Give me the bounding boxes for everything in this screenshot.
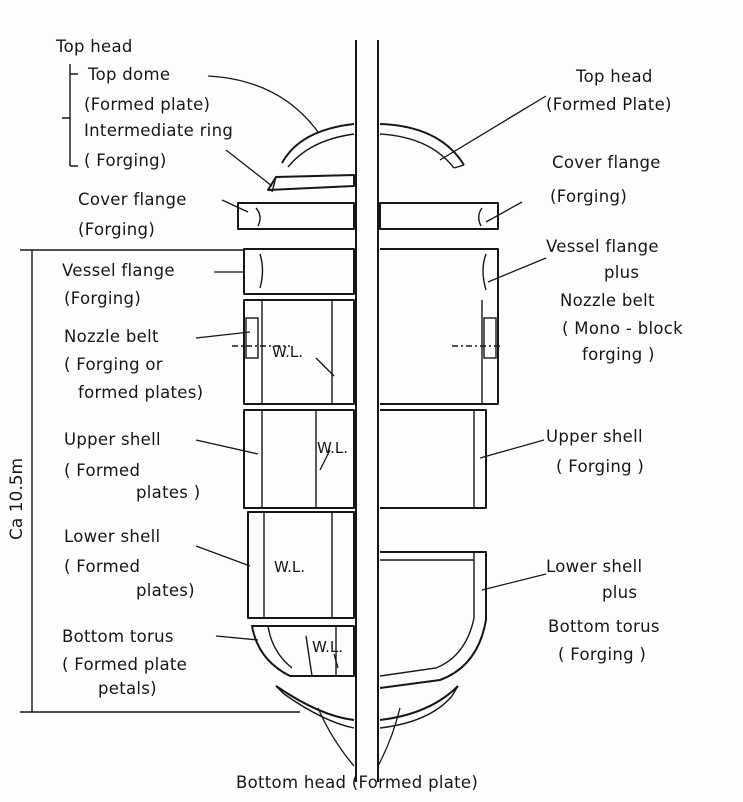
label-upper-shell-left-sub1: ( Formed xyxy=(64,461,140,480)
bottom-head-shape xyxy=(275,685,355,721)
top-head-right-base xyxy=(453,164,465,169)
top-dome-shape xyxy=(281,123,355,164)
leader-cover-flange-left xyxy=(221,199,249,213)
wl-bottom-torus: W.L. xyxy=(312,638,343,656)
label-bottom-head: Bottom head (Formed plate) xyxy=(236,773,478,792)
label-top-head-right: Top head xyxy=(575,67,653,86)
label-vessel-flange-right-sub4: forging ) xyxy=(582,345,655,364)
height-dimension-label: Ca 10.5m xyxy=(7,458,27,540)
upper-shell-left xyxy=(243,409,355,509)
intermediate-ring-line xyxy=(271,176,277,193)
wl-lower-shell: W.L. xyxy=(274,558,305,576)
leader-vessel-flange-right xyxy=(487,257,547,283)
leader-upper-shell-right xyxy=(479,439,545,459)
bottom-head-shape-right xyxy=(379,685,459,721)
label-upper-shell-right-sub: ( Forging ) xyxy=(556,457,644,476)
top-dome-inner xyxy=(287,133,355,168)
cover-flange-right-notch xyxy=(478,207,483,227)
leader-wl-upper xyxy=(319,449,331,471)
label-vessel-flange-left: Vessel flange xyxy=(62,261,175,280)
leader-nozzle-belt-left xyxy=(195,331,251,339)
nozzle-belt-left-nozzle xyxy=(245,317,259,359)
label-top-dome: Top dome xyxy=(87,65,170,84)
label-upper-shell-left-sub2: plates ) xyxy=(136,483,200,502)
label-vessel-flange-left-sub: (Forging) xyxy=(64,289,141,308)
label-upper-shell-left: Upper shell xyxy=(64,430,161,449)
top-head-right-shape xyxy=(379,123,465,166)
nozzle-right xyxy=(483,317,497,359)
leader-top-head-right xyxy=(439,95,547,161)
label-lower-shell-right-sub1: plus xyxy=(602,583,637,602)
leader-bottom-head-left xyxy=(317,707,355,767)
label-upper-shell-right: Upper shell xyxy=(546,427,643,446)
label-top-head-left: Top head xyxy=(55,37,133,56)
leader-top-dome xyxy=(207,75,319,133)
leader-cover-flange-right xyxy=(485,201,523,223)
label-lower-shell-left-sub1: ( Formed xyxy=(64,557,140,576)
label-vessel-flange-right: Vessel flange xyxy=(546,237,659,256)
label-lower-shell-left-sub2: plates) xyxy=(136,581,195,600)
label-nozzle-belt-left: Nozzle belt xyxy=(64,327,159,346)
bottom-torus-left-inner xyxy=(267,625,293,669)
leader-wl-torus xyxy=(333,653,339,669)
leader-bottom-torus-left xyxy=(215,635,259,641)
bottom-torus-left-split2 xyxy=(305,635,313,677)
label-bottom-torus-left-sub1: ( Formed plate xyxy=(62,655,187,674)
top-head-right-inner xyxy=(379,133,455,169)
label-bottom-torus-left-sub2: petals) xyxy=(98,679,157,698)
label-top-head-right-sub: (Formed Plate) xyxy=(546,95,672,114)
vessel-flange-right xyxy=(380,248,499,405)
label-nozzle-belt-left-sub1: ( Forging or xyxy=(64,355,163,374)
vessel-flange-left-notch xyxy=(259,253,264,289)
leader-lower-shell-left xyxy=(195,545,251,567)
label-lower-shell-right-sub2: Bottom torus xyxy=(548,617,660,636)
leader-bottom-head-right xyxy=(377,707,401,767)
bottom-head-cap-left xyxy=(275,685,285,695)
leader-intermediate-ring xyxy=(225,149,273,187)
leader-wl-nozzle xyxy=(315,357,335,377)
vessel-flange-right-notch xyxy=(482,253,487,291)
label-top-dome-sub: (Formed plate) xyxy=(84,95,210,114)
leader-lower-shell-right xyxy=(481,573,547,591)
vessel-flange-left xyxy=(243,248,355,295)
label-lower-shell-left: Lower shell xyxy=(64,527,160,546)
lower-shell-right xyxy=(379,551,487,689)
label-lower-shell-right-sub3: ( Forging ) xyxy=(558,645,646,664)
bottom-torus-left xyxy=(251,625,355,677)
nozzle-belt-left xyxy=(243,299,355,405)
upper-shell-right xyxy=(380,409,487,509)
wl-upper-shell: W.L. xyxy=(317,439,348,457)
label-vessel-flange-right-sub2: Nozzle belt xyxy=(560,291,655,310)
label-cover-flange-right: Cover flange xyxy=(552,153,661,172)
label-cover-flange-left: Cover flange xyxy=(78,190,187,209)
label-nozzle-belt-left-sub2: formed plates) xyxy=(78,383,203,402)
label-cover-flange-right-sub: (Forging) xyxy=(550,187,627,206)
lower-shell-right-inner xyxy=(379,552,475,677)
label-lower-shell-right: Lower shell xyxy=(546,557,642,576)
label-vessel-flange-right-sub1: plus xyxy=(604,263,639,282)
label-cover-flange-left-sub: (Forging) xyxy=(78,220,155,239)
label-intermediate-ring: Intermediate ring xyxy=(84,121,233,140)
cover-flange-left xyxy=(237,202,355,230)
wl-nozzle-belt: W.L. xyxy=(272,343,303,361)
bottom-head-cap-right xyxy=(451,685,459,697)
top-head-bracket xyxy=(62,64,78,167)
label-bottom-torus-left: Bottom torus xyxy=(62,627,174,646)
bottom-head-shape-right-inner xyxy=(379,695,453,729)
cover-flange-left-notch xyxy=(255,207,261,227)
leader-upper-shell-left xyxy=(195,439,259,455)
label-vessel-flange-right-sub3: ( Mono - block xyxy=(562,319,683,338)
intermediate-ring-shape xyxy=(267,174,355,191)
label-intermediate-ring-sub: ( Forging) xyxy=(84,151,167,170)
